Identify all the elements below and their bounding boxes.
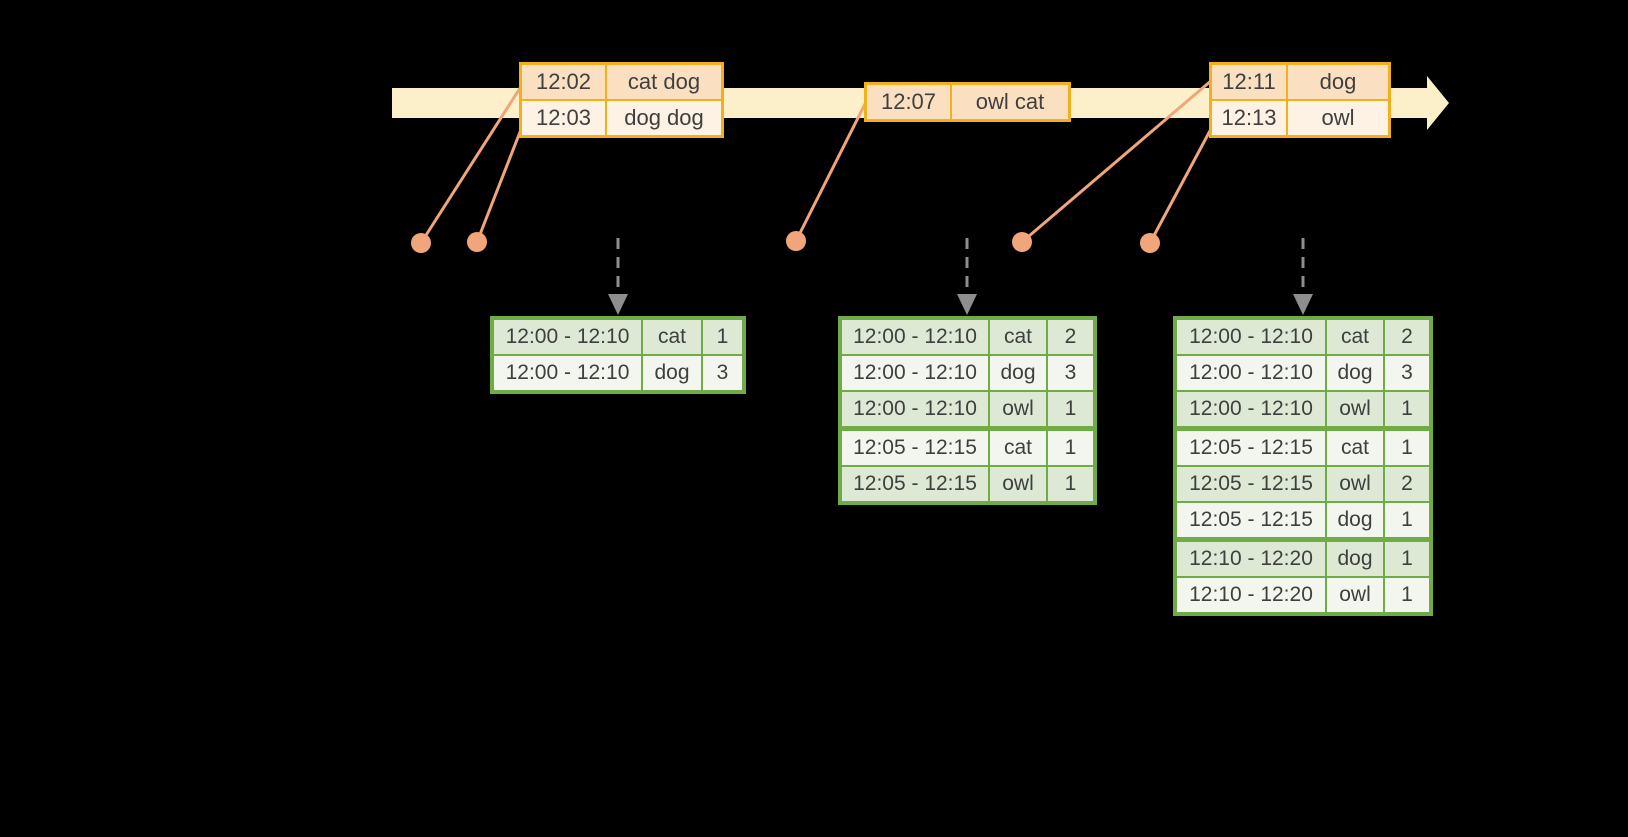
result-window: 12:10 - 12:20 (1177, 578, 1325, 612)
result-count: 1 (1385, 503, 1429, 537)
result-row: 12:00 - 12:10 dog 3 (494, 356, 742, 390)
event-words: cat dog (607, 65, 721, 99)
event-words: dog dog (607, 101, 721, 135)
trigger-arrow-icon (1293, 238, 1313, 315)
trigger-arrow-icon (608, 238, 628, 315)
result-table-2: 12:00 - 12:10 cat 2 12:00 - 12:10 dog 3 … (838, 316, 1097, 505)
event-words: dog (1288, 65, 1388, 99)
result-word: cat (1327, 320, 1383, 354)
event-table-1: 12:02 cat dog 12:03 dog dog (519, 62, 724, 138)
event-row: 12:11 dog (1212, 65, 1388, 99)
result-window: 12:00 - 12:10 (842, 320, 988, 354)
result-row: 12:05 - 12:15 owl 1 (842, 467, 1093, 501)
result-word: owl (1327, 392, 1383, 426)
result-count: 2 (1385, 320, 1429, 354)
result-row: 12:00 - 12:10 dog 3 (1177, 356, 1429, 390)
result-word: cat (990, 320, 1046, 354)
event-words: owl (1288, 101, 1388, 135)
result-row: 12:00 - 12:10 cat 2 (1177, 320, 1429, 354)
result-table-1: 12:00 - 12:10 cat 1 12:00 - 12:10 dog 3 (490, 316, 746, 394)
event-table-3: 12:11 dog 12:13 owl (1209, 62, 1391, 138)
event-marker-dot (467, 232, 487, 252)
event-time: 12:11 (1212, 65, 1286, 99)
event-marker-dot (1140, 233, 1160, 253)
event-words: owl cat (952, 85, 1068, 119)
result-window: 12:00 - 12:10 (842, 392, 988, 426)
event-row: 12:02 cat dog (522, 65, 721, 99)
result-word: dog (990, 356, 1046, 390)
result-row: 12:10 - 12:20 dog 1 (1177, 542, 1429, 576)
result-word: dog (1327, 542, 1383, 576)
event-marker-dot (411, 233, 431, 253)
result-window: 12:00 - 12:10 (494, 320, 641, 354)
event-connector-line (419, 84, 524, 244)
event-row: 12:07 owl cat (867, 85, 1068, 119)
result-window: 12:00 - 12:10 (1177, 392, 1325, 426)
result-row: 12:05 - 12:15 owl 2 (1177, 467, 1429, 501)
result-window: 12:05 - 12:15 (842, 467, 988, 501)
result-word: owl (990, 467, 1046, 501)
result-window: 12:05 - 12:15 (842, 431, 988, 465)
result-row: 12:00 - 12:10 cat 2 (842, 320, 1093, 354)
event-table-2: 12:07 owl cat (864, 82, 1071, 122)
trigger-arrow-icon (957, 238, 977, 315)
event-time: 12:02 (522, 65, 605, 99)
result-count: 1 (1385, 542, 1429, 576)
result-window: 12:10 - 12:20 (1177, 542, 1325, 576)
event-row: 12:03 dog dog (522, 101, 721, 135)
result-count: 1 (1385, 431, 1429, 465)
event-connector-line (1148, 126, 1214, 244)
result-count: 1 (1385, 578, 1429, 612)
result-row: 12:00 - 12:10 dog 3 (842, 356, 1093, 390)
result-count: 1 (1048, 467, 1093, 501)
result-count: 1 (1385, 392, 1429, 426)
result-count: 3 (1385, 356, 1429, 390)
result-row: 12:00 - 12:10 owl 1 (1177, 392, 1429, 426)
result-window: 12:00 - 12:10 (1177, 356, 1325, 390)
result-word: owl (1327, 578, 1383, 612)
result-word: cat (643, 320, 701, 354)
result-table-3: 12:00 - 12:10 cat 2 12:00 - 12:10 dog 3 … (1173, 316, 1433, 616)
event-row: 12:13 owl (1212, 101, 1388, 135)
event-connector-line (475, 126, 524, 243)
result-word: dog (1327, 503, 1383, 537)
result-row: 12:00 - 12:10 cat 1 (494, 320, 742, 354)
result-window: 12:05 - 12:15 (1177, 503, 1325, 537)
result-window: 12:00 - 12:10 (1177, 320, 1325, 354)
result-window: 12:05 - 12:15 (1177, 467, 1325, 501)
result-count: 2 (1048, 320, 1093, 354)
result-window: 12:00 - 12:10 (842, 356, 988, 390)
result-row: 12:00 - 12:10 owl 1 (842, 392, 1093, 426)
event-time: 12:07 (867, 85, 950, 119)
result-word: owl (990, 392, 1046, 426)
result-row: 12:05 - 12:15 dog 1 (1177, 503, 1429, 537)
result-word: owl (1327, 467, 1383, 501)
result-count: 1 (703, 320, 742, 354)
result-row: 12:10 - 12:20 owl 1 (1177, 578, 1429, 612)
result-word: dog (643, 356, 701, 390)
result-count: 1 (1048, 431, 1093, 465)
event-marker-dot (1012, 232, 1032, 252)
event-time: 12:03 (522, 101, 605, 135)
result-word: cat (1327, 431, 1383, 465)
result-count: 3 (703, 356, 742, 390)
result-count: 3 (1048, 356, 1093, 390)
event-connector-line (1021, 78, 1213, 244)
result-word: cat (990, 431, 1046, 465)
result-row: 12:05 - 12:15 cat 1 (842, 431, 1093, 465)
event-marker-dot (786, 231, 806, 251)
result-window: 12:05 - 12:15 (1177, 431, 1325, 465)
event-time: 12:13 (1212, 101, 1286, 135)
result-window: 12:00 - 12:10 (494, 356, 641, 390)
result-count: 1 (1048, 392, 1093, 426)
result-count: 2 (1385, 467, 1429, 501)
result-word: dog (1327, 356, 1383, 390)
result-row: 12:05 - 12:15 cat 1 (1177, 431, 1429, 465)
event-connector-line (794, 99, 869, 242)
